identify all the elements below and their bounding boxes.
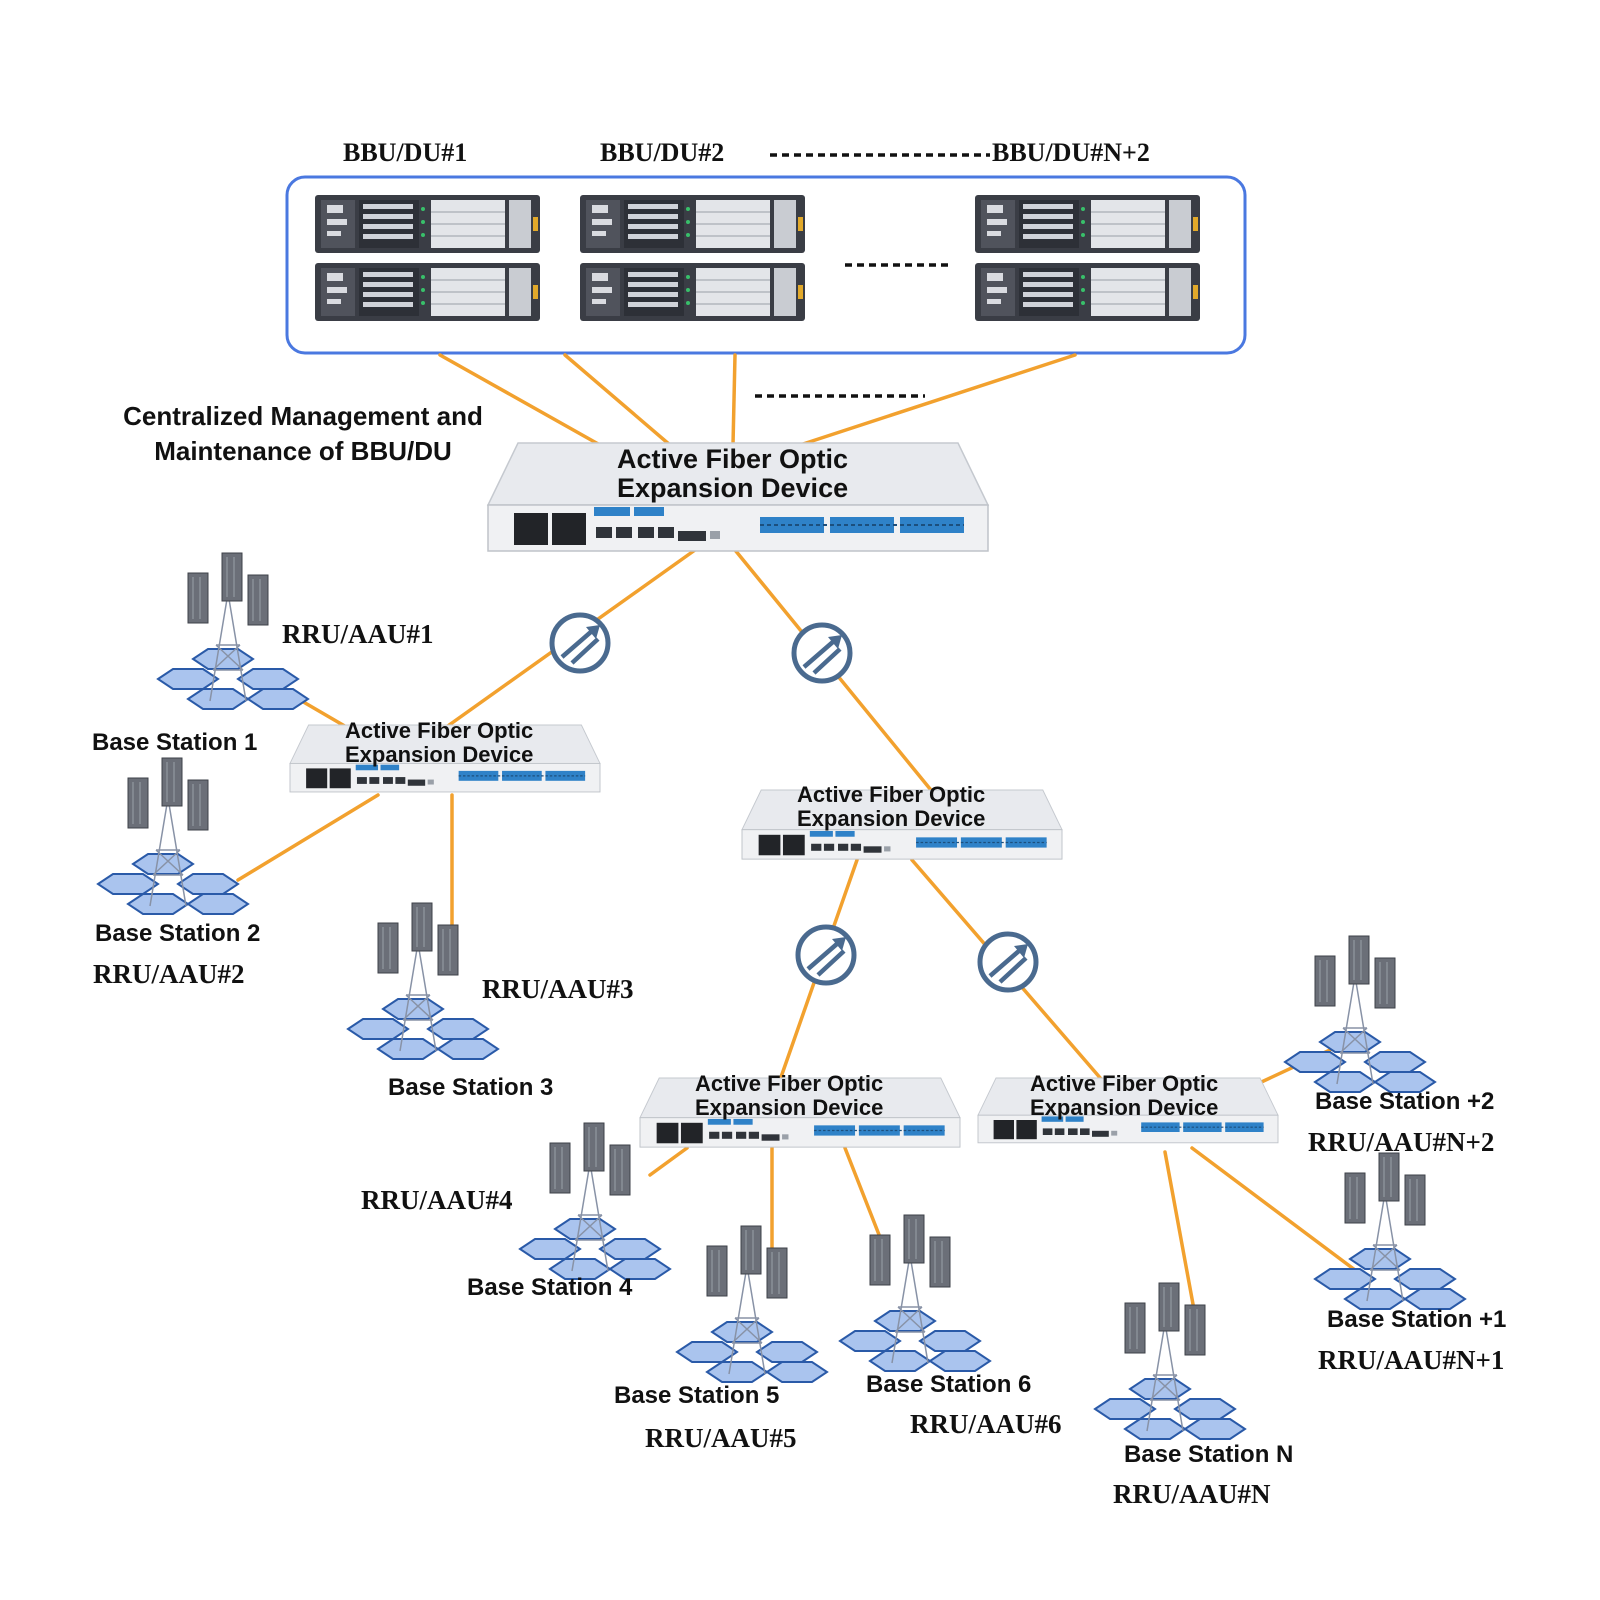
station-2-name: Base Station 2 [95, 920, 260, 947]
fiber-connector-icon [798, 927, 854, 983]
base-station-icon [1314, 1152, 1466, 1310]
device-d-label-line1: Active Fiber Optic [1030, 1071, 1218, 1096]
station-3-rru: RRU/AAU#3 [482, 974, 634, 1004]
station-n1-rru: RRU/AAU#N+1 [1318, 1345, 1504, 1375]
station-1-name: Base Station 1 [92, 729, 257, 756]
base-station-icon [347, 902, 499, 1060]
fiber-link [731, 353, 737, 447]
fiber-link [236, 793, 380, 882]
fiber-link [438, 353, 602, 447]
base-station-icon [839, 1214, 991, 1372]
station-5-name: Base Station 5 [614, 1382, 779, 1409]
device-a-label-line2: Expansion Device [345, 742, 533, 767]
station-6-rru: RRU/AAU#6 [910, 1409, 1062, 1439]
bbu-label-2: BBU/DU#2 [600, 138, 724, 167]
fiber-connector-icon [552, 615, 608, 671]
device-a-label-line1: Active Fiber Optic [345, 718, 533, 743]
fiber-connector-icon [980, 934, 1036, 990]
bbu-server-icon [314, 194, 541, 254]
bbu-server-icon [314, 262, 541, 322]
fiber-link [1190, 1146, 1357, 1272]
bbu-server-icon [579, 194, 806, 254]
bbu-server-icon [579, 262, 806, 322]
bbu-server-icon [974, 194, 1201, 254]
device-main-label-line2: Expansion Device [617, 473, 848, 503]
fiber-link [1163, 1150, 1197, 1317]
management-caption-line2: Maintenance of BBU/DU [154, 436, 452, 466]
station-n1-name: Base Station +1 [1327, 1306, 1506, 1333]
station-n-rru: RRU/AAU#N [1113, 1479, 1271, 1509]
bbu-pool-frame [285, 175, 1247, 355]
station-n2-rru: RRU/AAU#N+2 [1308, 1127, 1494, 1157]
device-b-label-line2: Expansion Device [797, 806, 985, 831]
fiber-link [648, 1146, 689, 1177]
base-station-icon [97, 757, 249, 915]
device-d-label-line2: Expansion Device [1030, 1095, 1218, 1120]
fiber-connector-icon [794, 625, 850, 681]
base-station-icon [1094, 1282, 1246, 1440]
station-n-name: Base Station N [1124, 1441, 1293, 1468]
bbu-label-1: BBU/DU#1 [343, 138, 467, 167]
base-station-icon [676, 1225, 828, 1383]
fiber-link [563, 353, 672, 447]
station-2-rru: RRU/AAU#2 [93, 959, 245, 989]
station-5-rru: RRU/AAU#5 [645, 1423, 797, 1453]
bbu-label-n2: BBU/DU#N+2 [992, 138, 1150, 167]
bbu-server-icon [974, 262, 1201, 322]
device-main-label-line1: Active Fiber Optic [617, 444, 848, 474]
device-c-label-line1: Active Fiber Optic [695, 1071, 883, 1096]
management-caption-line1: Centralized Management and [123, 401, 483, 431]
device-c-label-line2: Expansion Device [695, 1095, 883, 1120]
station-6-name: Base Station 6 [866, 1371, 1031, 1398]
base-station-icon [1284, 935, 1436, 1093]
fiber-link [843, 1146, 887, 1252]
device-b-label-line1: Active Fiber Optic [797, 782, 985, 807]
station-4-name: Base Station 4 [467, 1274, 633, 1301]
fiber-link [798, 353, 1077, 447]
station-4-rru: RRU/AAU#4 [361, 1185, 513, 1215]
station-n2-name: Base Station +2 [1315, 1088, 1494, 1115]
station-1-rru: RRU/AAU#1 [282, 619, 434, 649]
station-3-name: Base Station 3 [388, 1074, 553, 1101]
